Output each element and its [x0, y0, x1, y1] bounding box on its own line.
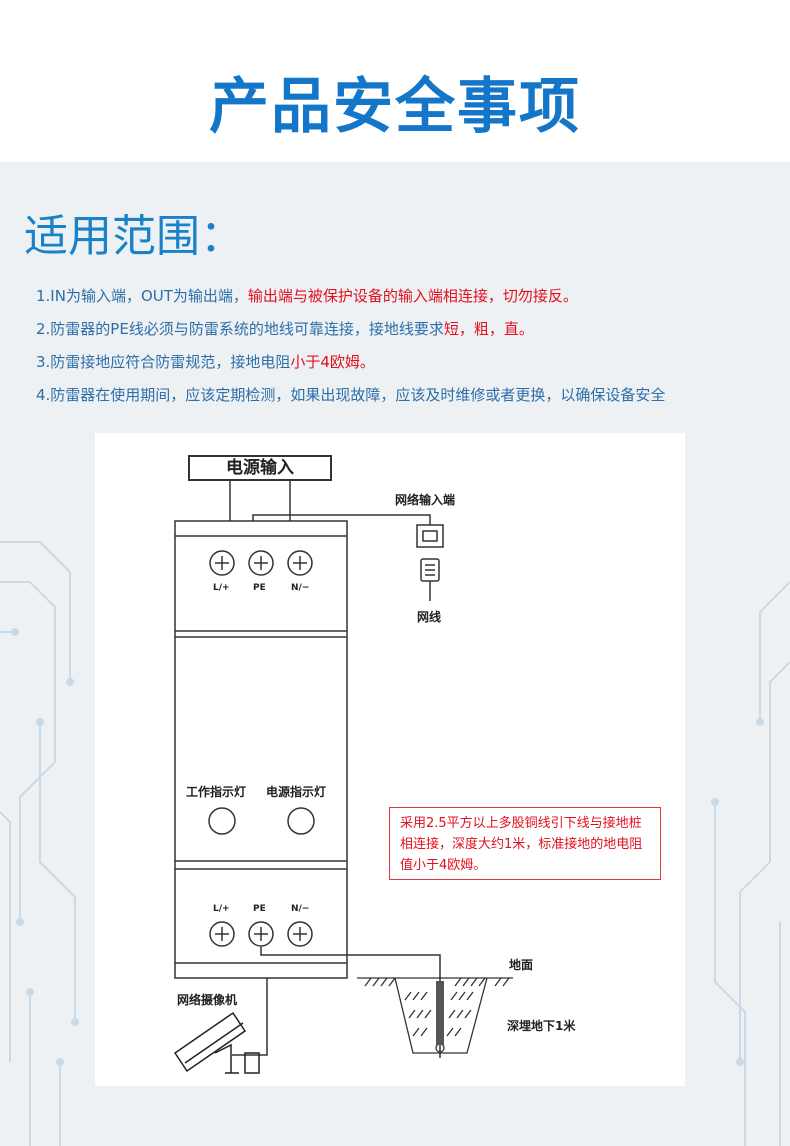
section-title: 适用范围：	[24, 211, 244, 262]
arrester-body	[174, 520, 348, 979]
camera-icon	[173, 1011, 260, 1074]
page-title: 产品安全事项	[209, 72, 581, 142]
power-indicator-light	[287, 807, 315, 835]
note-text: 3.防雷接地应符合防雷规范，接地电阻	[36, 353, 291, 371]
ground-rod	[436, 981, 444, 1045]
ground-label: 地面	[509, 958, 534, 972]
camera-label: 网络摄像机	[177, 993, 238, 1007]
page-header: 产品安全事项	[0, 0, 790, 162]
circuit-background	[0, 541, 790, 1146]
rj45-port-icon	[416, 524, 444, 601]
note-text: 1.IN为输入端，OUT为输出端，	[36, 287, 248, 305]
terminal-label: PE	[253, 583, 266, 593]
power-input-label: 电源输入	[188, 455, 332, 481]
note-item: 3.防雷接地应符合防雷规范，接地电阻小于4欧姆。	[36, 346, 786, 379]
note-item: 4.防雷器在使用期间，应该定期检测，如果出现故障，应该及时维修或者更换，以确保设…	[36, 379, 786, 412]
note-highlight: 短，粗，直。	[443, 320, 534, 338]
notes-list: 1.IN为输入端，OUT为输出端，输出端与被保护设备的输入端相连接，切勿接反。 …	[36, 280, 786, 412]
bury-depth-label: 深埋地下1米	[507, 1019, 576, 1033]
terminal-label: N/−	[291, 583, 310, 593]
terminal-label: L/+	[213, 904, 230, 914]
wiring-diagram-graphics	[173, 481, 513, 1074]
terminal-label: N/−	[291, 904, 310, 914]
terminal-label: PE	[253, 904, 266, 914]
terminal-label: L/+	[213, 583, 230, 593]
wiring-diagram: 电源输入 网络输入端 网线 L/+ PE N/− 工作指示灯 电源指示灯 采用2…	[95, 433, 685, 1086]
network-cable-label: 网线	[417, 610, 442, 624]
network-input-label: 网络输入端	[395, 493, 456, 507]
work-indicator-label: 工作指示灯	[186, 785, 247, 799]
note-item: 1.IN为输入端，OUT为输出端，输出端与被保护设备的输入端相连接，切勿接反。	[36, 280, 786, 313]
ground-pit	[357, 977, 513, 1054]
note-highlight: 输出端与被保护设备的输入端相连接，切勿接反。	[247, 287, 578, 305]
note-highlight: 小于4欧姆。	[290, 353, 375, 371]
note-text: 2.防雷器的PE线必须与防雷系统的地线可靠连接，接地线要求	[36, 320, 444, 338]
work-indicator-light	[208, 807, 236, 835]
grounding-note: 采用2.5平方以上多股铜线引下线与接地桩相连接，深度大约1米，标准接地的地电阻值…	[389, 807, 661, 880]
note-item: 2.防雷器的PE线必须与防雷系统的地线可靠连接，接地线要求短，粗，直。	[36, 313, 786, 346]
note-text: 4.防雷器在使用期间，应该定期检测，如果出现故障，应该及时维修或者更换，以确保设…	[36, 386, 666, 404]
power-indicator-label: 电源指示灯	[266, 785, 327, 799]
